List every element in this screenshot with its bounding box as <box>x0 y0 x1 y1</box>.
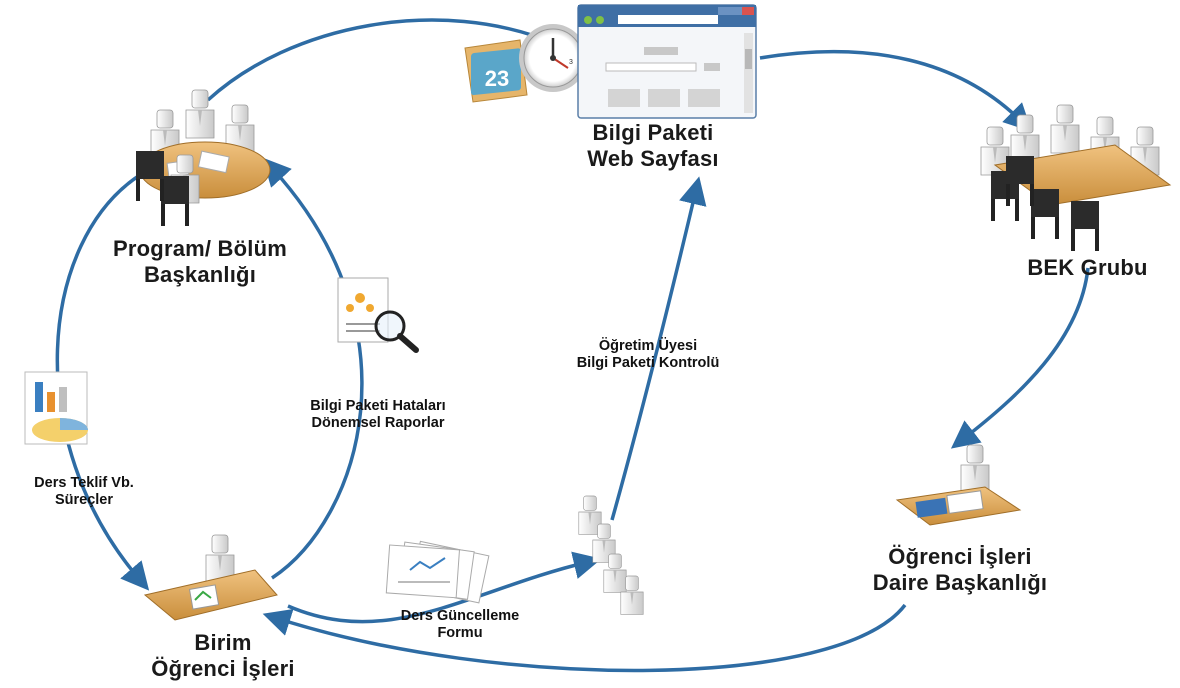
arrow-daire-to-birim <box>262 603 907 673</box>
edge-label-ogretim-uyesi: Öğretim Üyesi Bilgi Paketi Kontrolü <box>538 338 758 373</box>
node-label-line1: Birim <box>194 630 252 655</box>
node-birim: Birim Öğrenci İşleri <box>118 630 328 683</box>
edge-label-line2: Süreçler <box>54 492 114 509</box>
arrow-program-to-web <box>206 18 569 102</box>
meeting-table-icon <box>136 89 271 226</box>
calendar-number: 23 <box>485 66 509 91</box>
edge-label-line1: Ders Güncelleme <box>400 608 520 624</box>
report-search-icon <box>337 277 419 353</box>
calendar-icon: 23 <box>464 39 528 103</box>
node-label-line1: Öğrenci İşleri <box>888 544 1032 569</box>
board-meeting-icon <box>980 104 1172 251</box>
node-label-line1: Bilgi Paketi <box>592 120 714 145</box>
node-ogrenci-isleri-daire: Öğrenci İşleri Daire Başkanlığı <box>850 544 1070 597</box>
node-label-line2: Web Sayfası <box>587 146 719 172</box>
node-program-bolum: Program/ Bölüm Başkanlığı <box>100 236 300 289</box>
edge-label-line2: Bilgi Paketi Kontrolü <box>576 355 720 372</box>
node-label-line1: Program/ Bölüm <box>113 236 287 261</box>
clerk-desk-icon <box>143 534 278 621</box>
arrow-program-to-birim <box>55 173 150 591</box>
node-label-line2: Daire Başkanlığı <box>872 570 1048 596</box>
edge-label-ders-guncelleme: Ders Güncelleme Formu <box>385 608 535 643</box>
edge-label-line1: Öğretim Üyesi <box>598 338 698 354</box>
browser-window-icon <box>577 4 757 119</box>
arrow-faculty-to-web <box>610 176 707 521</box>
office-desk-icon <box>895 444 1022 526</box>
edge-label-line1: Ders Teklif Vb. <box>34 475 134 491</box>
node-label-line2: Başkanlığı <box>143 262 257 288</box>
node-bilgi-paketi: Bilgi Paketi Web Sayfası <box>558 120 748 173</box>
arrows <box>55 18 1090 673</box>
arrow-web-to-bek <box>759 49 1032 132</box>
node-bek: BEK Grubu <box>1005 255 1170 281</box>
edge-label-line2: Dönemsel Raporlar <box>311 415 445 432</box>
arrow-birim-to-forms <box>287 551 602 624</box>
node-label-line2: Öğrenci İşleri <box>151 656 295 682</box>
chart-document-icon <box>24 371 88 445</box>
node-label-line1: BEK Grubu <box>1027 255 1148 280</box>
edge-label-bilgi-hatalari: Bilgi Paketi Hataları Dönemsel Raporlar <box>268 398 488 433</box>
edge-label-line2: Formu <box>437 625 483 642</box>
arrow-birim-to-program <box>262 157 364 580</box>
faculty-group-icon <box>578 495 644 615</box>
svg-text:3: 3 <box>569 59 573 66</box>
edge-label-line1: Bilgi Paketi Hataları <box>310 398 446 414</box>
edge-label-ders-teklif: Ders Teklif Vb. Süreçler <box>4 475 164 510</box>
arrow-bek-to-daire <box>950 267 1090 449</box>
clock-icon: 3 <box>519 24 587 92</box>
forms-stack-icon <box>385 540 490 604</box>
